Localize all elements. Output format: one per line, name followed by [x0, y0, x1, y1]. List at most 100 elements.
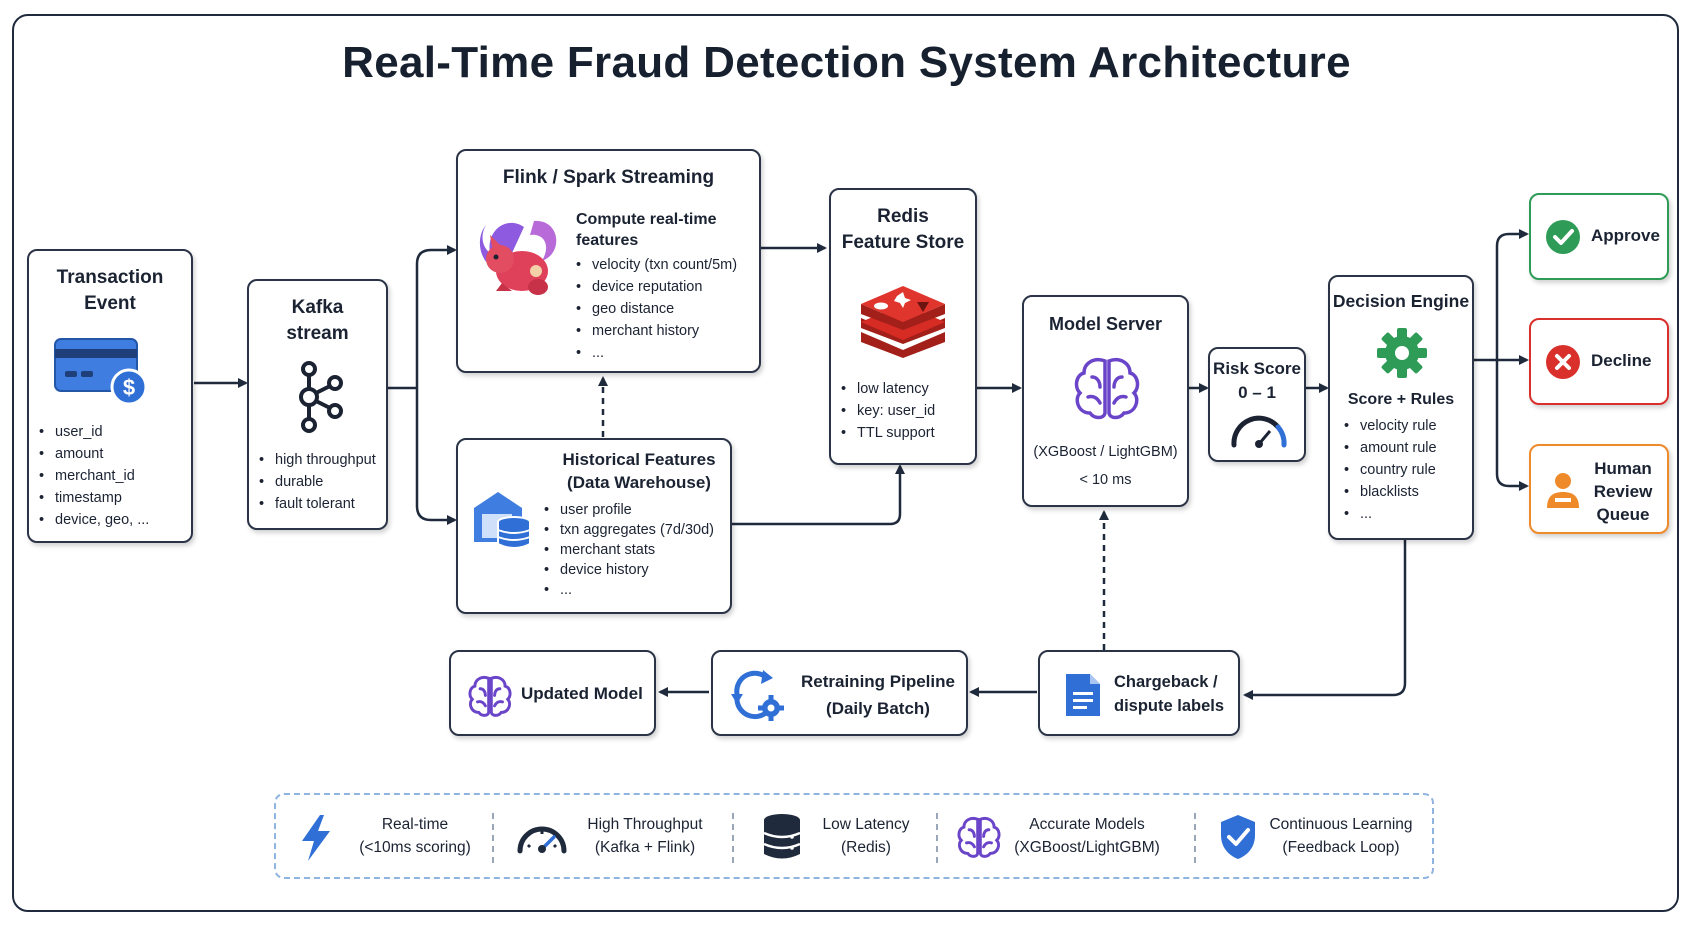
- human-review-box: Human Review Queue: [1529, 444, 1669, 534]
- flink-subtitle: Compute real-time features: [576, 209, 716, 251]
- legend-line1: Continuous Learning: [1269, 816, 1413, 833]
- human-review-line2: Review: [1593, 482, 1653, 501]
- kafka-title-line2: stream: [286, 323, 349, 344]
- document-icon: [1064, 672, 1102, 723]
- person-icon: [1545, 470, 1581, 515]
- brain-icon: [1072, 355, 1142, 426]
- list-item: user profile: [544, 500, 714, 520]
- legend: Real-time (<10ms scoring) High Throughpu…: [274, 793, 1434, 879]
- legend-line2: (<10ms scoring): [359, 839, 471, 856]
- legend-item-throughput: High Throughput (Kafka + Flink): [516, 813, 716, 863]
- historical-features-list: user profile txn aggregates (7d/30d) mer…: [544, 500, 714, 600]
- brain-icon: [467, 674, 513, 723]
- decision-engine-box: Decision Engine Score + Rules velocity r…: [1328, 275, 1474, 540]
- transaction-title-line1: Transaction: [56, 267, 164, 288]
- legend-line2: (Feedback Loop): [1282, 839, 1400, 856]
- legend-line2: (Redis): [841, 839, 891, 856]
- legend-divider: [1194, 813, 1196, 863]
- diagram-title: Real-Time Fraud Detection System Archite…: [342, 38, 1351, 87]
- historical-title-line1: Historical Features: [562, 450, 716, 469]
- flink-subtitle-line1: Compute real-time: [576, 211, 717, 228]
- legend-line1: Real-time: [381, 816, 449, 833]
- model-server-latency: < 10 ms: [1079, 472, 1132, 488]
- flink-spark-box: Flink / Spark Streaming Compute real-tim…: [456, 149, 761, 373]
- legend-text: Low Latency (Redis): [816, 813, 916, 859]
- approve-label: Approve: [1591, 226, 1660, 245]
- flink-subtitle-line2: features: [576, 232, 639, 249]
- legend-item-latency: Low Latency (Redis): [762, 813, 922, 863]
- arrow-to-approve: [1495, 229, 1529, 360]
- legend-divider: [492, 813, 494, 863]
- speedometer-icon: [516, 819, 568, 860]
- model-server-box: Model Server (XGBoost / LightGBM) < 10 m…: [1022, 295, 1189, 507]
- historical-title-line2: (Data Warehouse): [567, 473, 711, 492]
- transaction-title-line2: Event: [84, 293, 136, 314]
- legend-item-models: Accurate Models (XGBoost/LightGBM): [956, 813, 1176, 863]
- legend-text: Continuous Learning (Feedback Loop): [1266, 813, 1416, 859]
- gear-icon: [1376, 327, 1428, 384]
- legend-text: Accurate Models (XGBoost/LightGBM): [1012, 813, 1162, 859]
- arrow-historical-redis: [732, 464, 905, 526]
- list-item: device reputation: [576, 276, 737, 298]
- chargeback-line1: Chargeback /: [1114, 673, 1218, 691]
- legend-divider: [732, 813, 734, 863]
- updated-model-box: Updated Model: [449, 650, 656, 736]
- transaction-event-box: Transaction Event $ user_id amount merch…: [27, 249, 193, 543]
- list-item: amount rule: [1344, 437, 1437, 459]
- legend-text: High Throughput (Kafka + Flink): [578, 813, 712, 859]
- legend-divider: [936, 813, 938, 863]
- list-item: amount: [39, 443, 149, 465]
- decision-title: Decision Engine: [1332, 291, 1470, 311]
- redis-feature-store-box: Redis Feature Store low latency key: use…: [829, 188, 977, 465]
- risk-title-line2: 0 – 1: [1238, 383, 1276, 402]
- list-item: device, geo, ...: [39, 509, 149, 531]
- redis-title: Redis Feature Store: [831, 204, 975, 256]
- human-review-line3: Queue: [1596, 505, 1650, 524]
- decision-rules: velocity rule amount rule country rule b…: [1344, 415, 1437, 525]
- list-item: velocity rule: [1344, 415, 1437, 437]
- x-circle-icon: [1545, 344, 1581, 385]
- list-item: country rule: [1344, 459, 1437, 481]
- list-item: txn aggregates (7d/30d): [544, 520, 714, 540]
- chargeback-box: Chargeback / dispute labels: [1038, 650, 1240, 736]
- kafka-title: Kafka stream: [249, 295, 386, 347]
- legend-item-realtime: Real-time (<10ms scoring): [300, 813, 480, 863]
- list-item: blacklists: [1344, 481, 1437, 503]
- list-item: user_id: [39, 421, 149, 443]
- shield-check-icon: [1218, 813, 1258, 866]
- redis-icon: [857, 278, 949, 363]
- flink-title: Flink / Spark Streaming: [502, 167, 715, 188]
- chargeback-label: Chargeback / dispute labels: [1114, 670, 1224, 718]
- decline-label: Decline: [1591, 351, 1652, 370]
- updated-model-label: Updated Model: [521, 684, 643, 703]
- warehouse-database-icon: [470, 486, 536, 557]
- list-item: merchant history: [576, 320, 737, 342]
- model-server-model: (XGBoost / LightGBM): [1033, 444, 1178, 460]
- gauge-icon: [1228, 413, 1290, 456]
- list-item: geo distance: [576, 298, 737, 320]
- list-item: ...: [576, 342, 737, 364]
- sync-gear-icon: [729, 668, 785, 727]
- svg-text:$: $: [123, 375, 135, 400]
- brain-icon: [956, 815, 1002, 864]
- decline-box: Decline: [1529, 318, 1669, 405]
- kafka-props: high throughput durable fault tolerant: [259, 449, 376, 515]
- lightning-icon: [300, 815, 332, 866]
- list-item: low latency: [841, 378, 935, 400]
- decision-subtitle: Score + Rules: [1347, 391, 1455, 408]
- legend-line2: (XGBoost/LightGBM): [1014, 839, 1160, 856]
- redis-title-line1: Redis: [877, 206, 929, 227]
- database-icon: [762, 813, 802, 866]
- retraining-line2: (Daily Batch): [826, 699, 930, 718]
- diagram-frame: [12, 14, 1679, 912]
- legend-item-learning: Continuous Learning (Feedback Loop): [1218, 813, 1428, 863]
- redis-props: low latency key: user_id TTL support: [841, 378, 935, 444]
- list-item: TTL support: [841, 422, 935, 444]
- flink-features: velocity (txn count/5m) device reputatio…: [576, 254, 737, 364]
- legend-line2: (Kafka + Flink): [594, 839, 696, 856]
- approve-box: Approve: [1529, 193, 1669, 280]
- kafka-title-line1: Kafka: [291, 297, 344, 318]
- human-review-label: Human Review Queue: [1583, 457, 1663, 526]
- retraining-pipeline-box: Retraining Pipeline (Daily Batch): [711, 650, 968, 736]
